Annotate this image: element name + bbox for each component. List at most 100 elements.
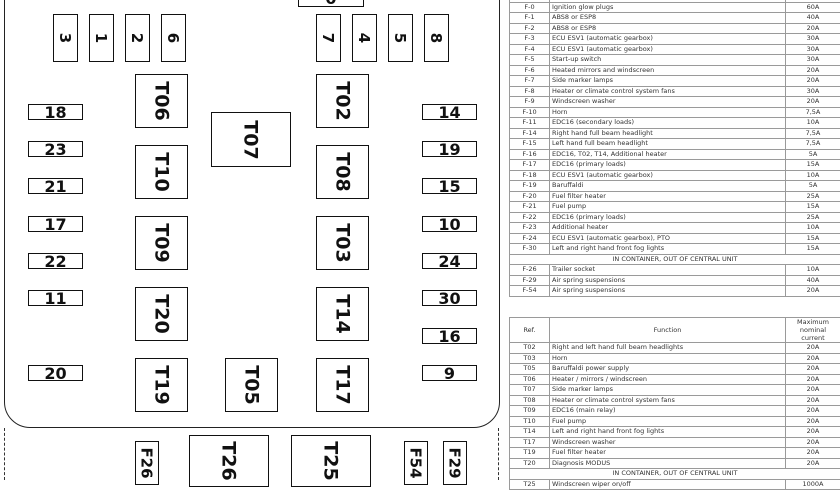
function-cell: Side marker lamps (550, 76, 786, 87)
function-cell: EDC16 (primary loads) (550, 160, 786, 171)
ref-cell: F-8 (510, 86, 550, 97)
function-cell: Ignition glow plugs (550, 2, 786, 13)
fuse-label: 23 (44, 141, 66, 157)
fuse-label: 30 (438, 290, 460, 306)
fuse-30: 30 (422, 290, 477, 306)
ref-cell: F-2 (510, 23, 550, 34)
ref-cell: T25 (510, 479, 550, 490)
ref-cell: F-30 (510, 244, 550, 255)
ref-cell: T06 (510, 374, 550, 385)
fuse-24: 24 (422, 253, 477, 269)
fuse-20: 20 (28, 365, 83, 381)
function-cell: Start-up switch (550, 55, 786, 66)
ref-cell: T17 (510, 437, 550, 448)
fuse-18: 18 (28, 104, 83, 120)
ref-cell: T05 (510, 364, 550, 375)
ref-cell: F-17 (510, 160, 550, 171)
fuse-5: 5 (388, 14, 413, 62)
current-cell: 5A (786, 149, 840, 160)
fuse-9: 9 (422, 365, 477, 381)
current-cell: 10A (786, 265, 840, 276)
function-cell: ABS8 or ESP8 (550, 23, 786, 34)
current-cell: 20A (786, 458, 840, 469)
function-cell: Horn (550, 107, 786, 118)
current-cell: 40A (786, 13, 840, 24)
ref-cell: F-10 (510, 107, 550, 118)
current-cell: 10A (786, 118, 840, 129)
fuse-label: 24 (438, 253, 460, 269)
function-cell: Fuel filter heater (550, 448, 786, 459)
relay-label: T05 (241, 365, 263, 404)
current-cell: 10A (786, 170, 840, 181)
current-cell: 25A (786, 212, 840, 223)
ref-cell: F-54 (510, 286, 550, 297)
fuse-label: 9 (444, 365, 455, 381)
section-row: IN CONTAINER, OUT OF CENTRAL UNIT (510, 469, 840, 480)
header-function: Function (550, 318, 786, 343)
fuse-11: 11 (28, 290, 83, 306)
fuse-6: 6 (161, 14, 186, 62)
ref-cell: F-5 (510, 55, 550, 66)
fuse-2: 2 (125, 14, 150, 62)
relay-t05: T05 (225, 358, 278, 412)
ref-cell: F-24 (510, 233, 550, 244)
relay-t19: T19 (135, 358, 188, 412)
current-cell: 20A (786, 416, 840, 427)
ref-cell: F-7 (510, 76, 550, 87)
current-cell: 20A (786, 448, 840, 459)
fuse-label: 18 (44, 104, 66, 120)
ref-cell: F-20 (510, 191, 550, 202)
fuse-22: 22 (28, 253, 83, 269)
function-cell: Additional heater (550, 223, 786, 234)
relay-t17: T17 (316, 358, 369, 412)
fuse-label: 5 (392, 33, 410, 43)
fuse-label: 3 (57, 33, 75, 43)
fuse-f54: F54 (404, 441, 428, 485)
function-cell: Left and right hand front fog lights (550, 244, 786, 255)
fuse-10: 10 (422, 216, 477, 232)
current-cell: 20A (786, 374, 840, 385)
fuse-23: 23 (28, 141, 83, 157)
function-cell: EDC16 (primary loads) (550, 212, 786, 223)
ref-cell: F-9 (510, 97, 550, 108)
current-cell: 20A (786, 353, 840, 364)
relay-label: T06 (151, 81, 173, 120)
fuse-label: 2 (129, 33, 147, 43)
function-cell: Diagnosis MODUS (550, 458, 786, 469)
ref-cell: T08 (510, 395, 550, 406)
relay-t06: T06 (135, 74, 188, 128)
function-cell: Right hand full beam headlight (550, 128, 786, 139)
current-cell: 20A (786, 427, 840, 438)
current-cell: 20A (786, 364, 840, 375)
current-cell: 15A (786, 160, 840, 171)
function-cell: Left and right hand front fog lights (550, 427, 786, 438)
relay-label: T02 (332, 81, 354, 120)
current-cell: 7,5A (786, 107, 840, 118)
section-label: IN CONTAINER, OUT OF CENTRAL UNIT (510, 254, 840, 265)
ref-cell: T07 (510, 385, 550, 396)
relay-table-header: Ref. Function Maximum nominal current (510, 318, 840, 343)
current-cell: 20A (786, 395, 840, 406)
ref-cell: F-26 (510, 265, 550, 276)
fuse-label: 14 (438, 104, 460, 120)
ref-cell: T14 (510, 427, 550, 438)
fuse-label: F29 (446, 447, 464, 478)
fuse-label: F54 (407, 447, 425, 478)
container-outline-left (4, 428, 5, 480)
current-cell: 25A (786, 191, 840, 202)
